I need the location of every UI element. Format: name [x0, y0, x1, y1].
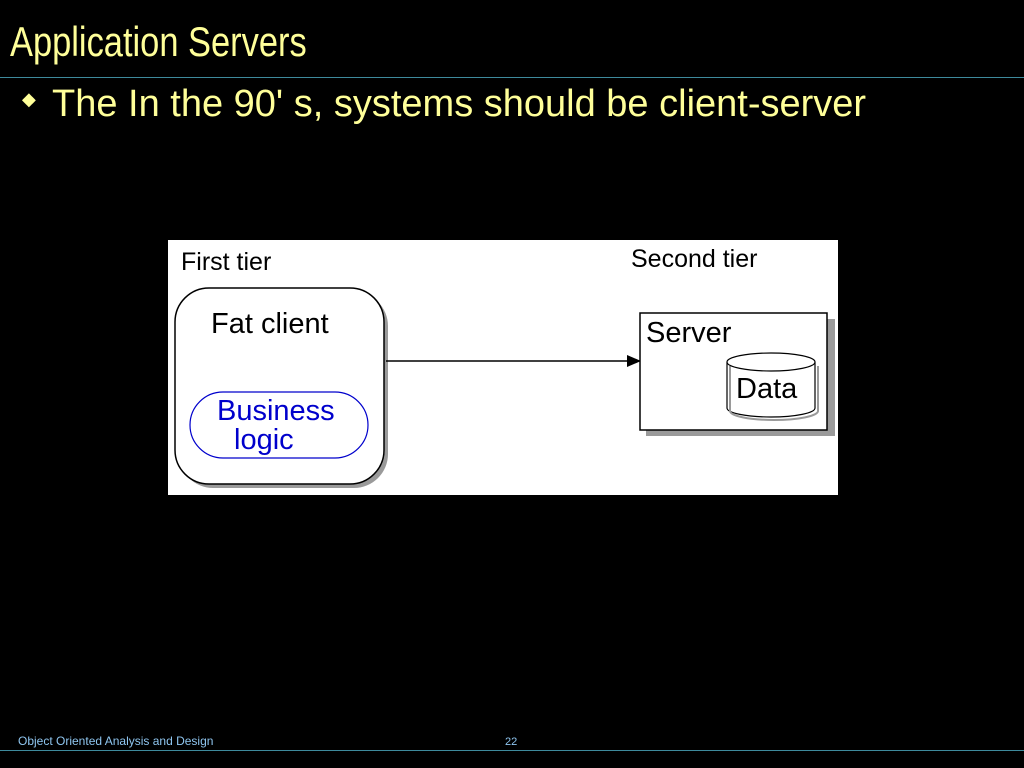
client-server-diagram: First tier Second tier Fat client Busine… [168, 240, 838, 495]
fat-client-box: Fat client Business logic [174, 287, 388, 488]
footer-course-title: Object Oriented Analysis and Design [18, 734, 214, 748]
title-divider [0, 77, 1024, 78]
business-logic-label-line2: logic [234, 424, 294, 456]
server-label: Server [646, 317, 732, 349]
server-box: Server Data [639, 312, 835, 436]
first-tier-label: First tier [181, 248, 271, 276]
bullet-text: The In the 90' s, systems should be clie… [52, 83, 867, 125]
data-label: Data [736, 373, 798, 405]
footer-page-number: 22 [505, 736, 518, 748]
fat-client-label: Fat client [211, 308, 329, 340]
data-cylinder-icon: Data [726, 352, 819, 421]
business-logic-label-line1: Business [217, 395, 335, 427]
slide-title: Application Servers [10, 18, 307, 65]
footer-divider [0, 750, 1024, 751]
second-tier-label: Second tier [631, 245, 757, 273]
diamond-bullet-icon: ◆ [22, 89, 36, 109]
business-logic-ellipse: Business logic [189, 391, 369, 459]
